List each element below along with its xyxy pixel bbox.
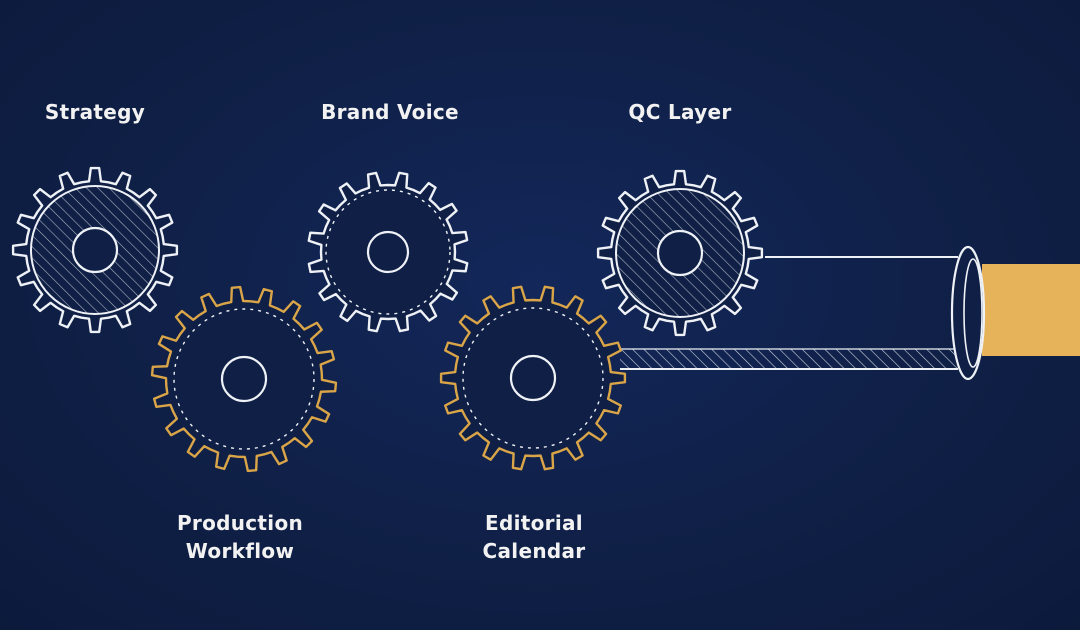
output-bar — [982, 264, 1080, 356]
gear-production-workflow-icon — [150, 285, 338, 473]
label-editorial-line-2: Calendar — [482, 539, 586, 563]
gear-editorial-calendar-icon — [439, 285, 627, 471]
label-editorial-line-1: Editorial — [485, 511, 583, 535]
label-strategy: Strategy — [0, 98, 190, 126]
output-pipe-icon — [620, 245, 1080, 381]
label-editorial-calendar: Editorial Calendar — [434, 509, 634, 565]
label-qc-layer: QC Layer — [585, 98, 775, 126]
label-qc-layer-text: QC Layer — [628, 100, 732, 124]
label-production-workflow: Production Workflow — [140, 509, 340, 565]
label-production-line-1: Production — [176, 511, 304, 535]
label-strategy-text: Strategy — [44, 100, 146, 124]
pipe-mouth — [950, 245, 986, 381]
label-brand-voice: Brand Voice — [290, 98, 490, 126]
label-production-line-2: Workflow — [185, 539, 295, 563]
gear-strategy-icon — [11, 166, 179, 334]
gear-brand-voice-icon — [307, 171, 469, 333]
label-brand-voice-text: Brand Voice — [321, 100, 459, 124]
gear-qc-layer-icon — [596, 169, 764, 337]
